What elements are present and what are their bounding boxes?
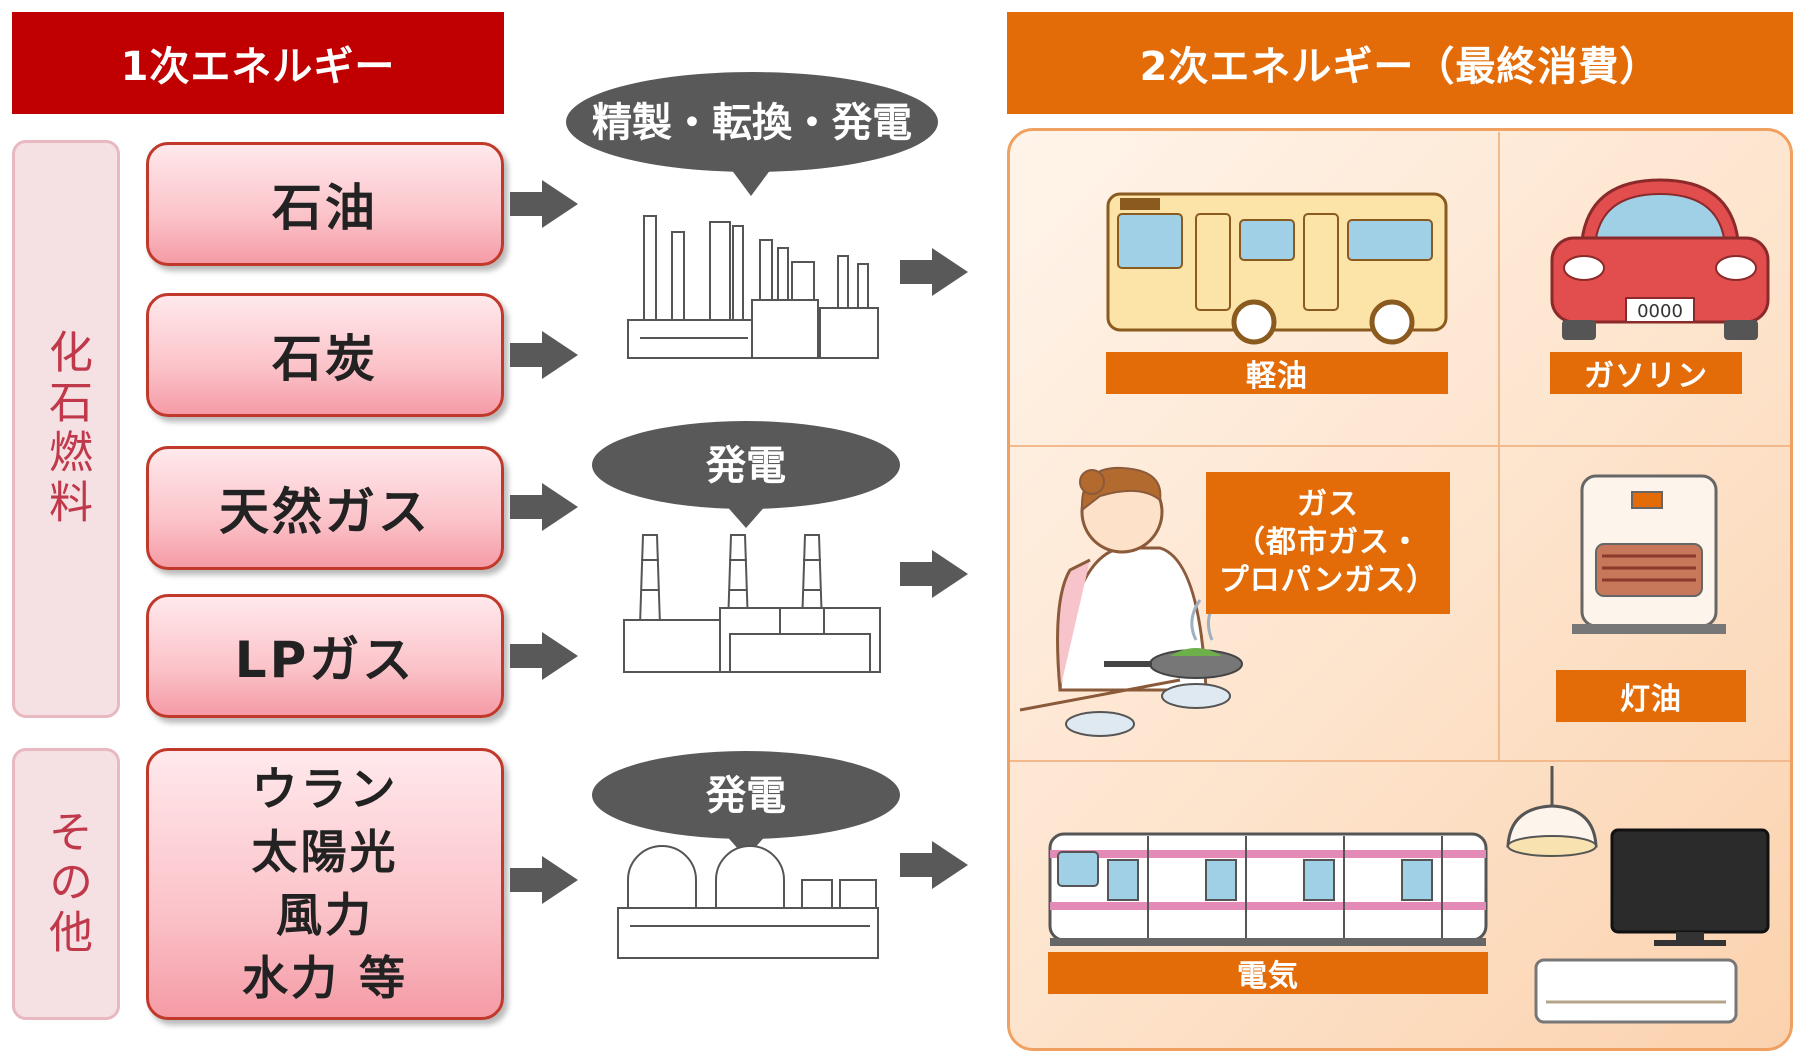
label-gas: ガス （都市ガス・ プロパンガス） <box>1206 472 1450 614</box>
label-electricity-text: 電気 <box>1237 959 1299 994</box>
train-icon <box>1048 832 1488 946</box>
source-coal: 石炭 <box>146 293 504 417</box>
secondary-energy-title: 2次エネルギー（最終消費） <box>1139 44 1661 90</box>
air-conditioner-icon <box>1534 958 1738 1024</box>
label-gas-line: ガス <box>1297 487 1359 522</box>
source-lp-gas: LPガス <box>146 594 504 718</box>
primary-energy-header: 1次エネルギー <box>12 12 504 114</box>
other-category-label: その他 <box>41 809 92 959</box>
secondary-energy-header: 2次エネルギー（最終消費） <box>1007 12 1793 114</box>
ceiling-lamp-icon <box>1506 766 1598 857</box>
source-others-line: 太陽光 <box>251 825 399 879</box>
label-gasoline-text: ガソリン <box>1584 359 1708 394</box>
television-icon <box>1610 828 1770 946</box>
primary-energy-title: 1次エネルギー <box>120 44 396 90</box>
fossil-fuel-label: 化石燃料 <box>41 329 92 529</box>
source-others-line: ウラン <box>251 762 399 816</box>
bubble-power-nuclear: 発電 <box>592 751 900 858</box>
bubble-power-nuclear-text: 発電 <box>706 773 786 819</box>
label-gas-line: プロパンガス） <box>1218 563 1438 598</box>
label-electricity: 電気 <box>1048 952 1488 994</box>
divider-vertical <box>1498 132 1500 762</box>
bubble-refining: 精製・転換・発電 <box>566 72 938 196</box>
source-others-line: 風力 <box>276 888 374 942</box>
label-gasoline: ガソリン <box>1550 352 1742 394</box>
source-lp-gas-label: LPガス <box>234 631 416 689</box>
divider-horizontal-1 <box>1010 445 1790 447</box>
divider-horizontal-2 <box>1010 760 1790 762</box>
source-oil: 石油 <box>146 142 504 266</box>
bubble-power-thermal: 発電 <box>592 421 900 528</box>
source-oil-label: 石油 <box>272 179 378 237</box>
other-category: その他 <box>12 748 120 1020</box>
label-diesel: 軽油 <box>1106 352 1448 394</box>
nuclear-power-plant-icon <box>617 845 879 959</box>
kerosene-heater-icon <box>1572 474 1726 634</box>
bubble-power-thermal-text: 発電 <box>706 443 786 489</box>
label-diesel-text: 軽油 <box>1246 359 1308 394</box>
thermal-power-plant-icon <box>623 534 881 673</box>
fossil-fuel-category: 化石燃料 <box>12 140 120 718</box>
car-icon: 0000 <box>1550 178 1770 340</box>
source-natural-gas-label: 天然ガス <box>219 483 431 541</box>
source-others: ウラン 太陽光 風力 水力 等 <box>146 748 504 1020</box>
label-kerosene: 灯油 <box>1556 670 1746 722</box>
cooking-person-icon <box>1019 466 1243 737</box>
source-natural-gas: 天然ガス <box>146 446 504 570</box>
license-plate: 0000 <box>1637 301 1683 322</box>
bubble-refining-text: 精製・転換・発電 <box>592 100 912 146</box>
source-others-line: 水力 等 <box>241 951 408 1005</box>
bus-icon <box>1106 192 1448 345</box>
source-coal-label: 石炭 <box>272 330 378 388</box>
refinery-icon <box>627 215 879 359</box>
label-kerosene-text: 灯油 <box>1620 682 1682 717</box>
label-gas-line: （都市ガス・ <box>1235 525 1421 560</box>
